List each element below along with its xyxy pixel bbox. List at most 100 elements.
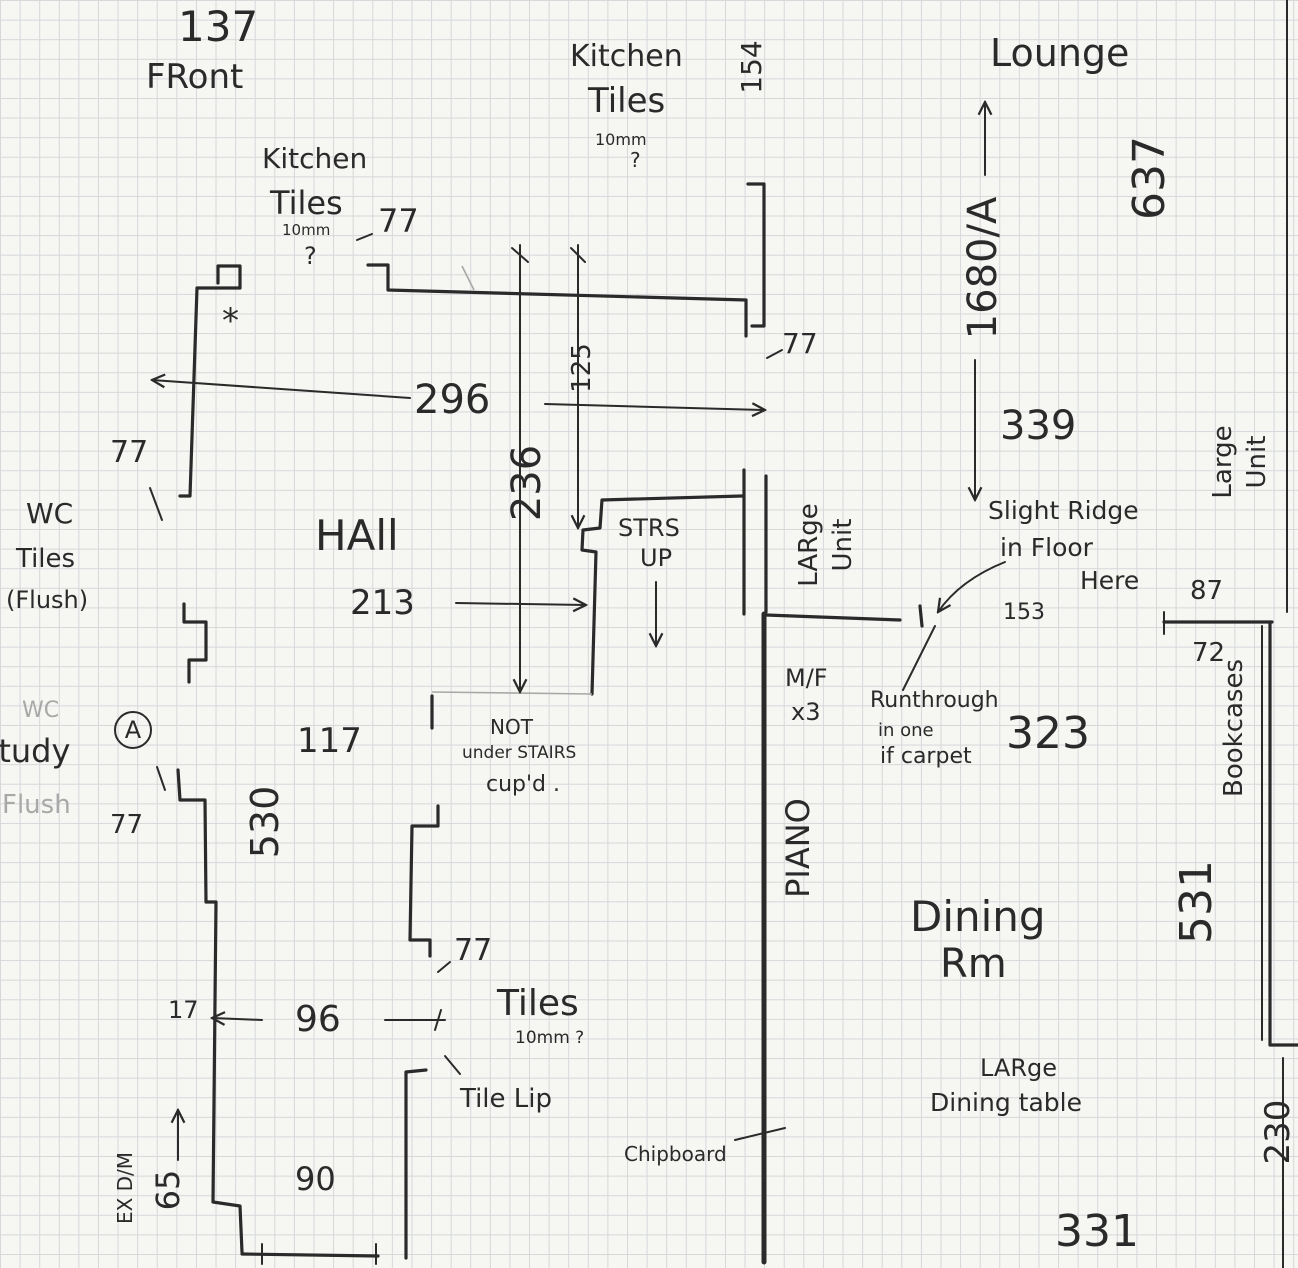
tile-lip-label: Tile Lip <box>460 1084 553 1114</box>
marker-a-circle: A <box>114 711 152 749</box>
large-label: Large <box>1208 425 1238 499</box>
kitchen-label: Kitchen <box>570 39 683 74</box>
dimension-230: 230 <box>1258 1099 1298 1165</box>
leader-chipboard <box>734 1127 786 1141</box>
mf-note: M/F x3 <box>785 666 828 724</box>
dimension-331: 331 <box>1055 1206 1139 1257</box>
asterisk-mark: * <box>222 301 239 341</box>
dimension-90: 90 <box>295 1160 336 1198</box>
not-under-stairs-note: NOT under STAIRS cup'd . <box>462 717 576 796</box>
wall-stair-outline <box>580 494 744 696</box>
wc-tiles-note: WC Tiles (Flush) <box>6 497 89 614</box>
kitchen-tiles-note-left: Kitchen Tiles 10mm ? <box>262 142 368 270</box>
wall-left-lower <box>176 768 244 1254</box>
dimension-1680: 1680/A <box>960 196 1006 340</box>
dimension-531: 531 <box>1171 860 1222 944</box>
dimension-125: 125 <box>567 343 597 393</box>
dining-table-label: Dining table <box>930 1088 1082 1117</box>
arrow-213 <box>455 603 586 605</box>
arrow-96-left <box>212 1018 263 1020</box>
question-mark: ? <box>630 148 641 172</box>
tiles-label: Tiles <box>16 544 76 574</box>
dimension-236: 236 <box>504 444 550 522</box>
room-label: Rm <box>940 941 1007 987</box>
dimension-213: 213 <box>350 583 415 623</box>
times-three-label: x3 <box>791 698 821 726</box>
leader-run-through <box>902 625 936 691</box>
question-mark: ? <box>304 242 317 270</box>
dimension-72: 72 <box>1192 638 1226 668</box>
piano-label: PIANO <box>779 798 817 898</box>
here-label: Here <box>1080 566 1140 595</box>
tiles-bottom-note: Tiles 10mm ? <box>497 986 584 1047</box>
tiles-label: Tiles <box>270 184 343 222</box>
wc-faint-label: WC <box>22 698 60 723</box>
dimension-323: 323 <box>1006 708 1090 759</box>
bookcases-label: Bookcases <box>1219 658 1249 798</box>
dimension-117: 117 <box>297 721 362 761</box>
ex-dm-label: EX D/M <box>113 1151 137 1225</box>
dimension-530: 530 <box>243 785 287 859</box>
flush-label: (Flush) <box>6 586 89 614</box>
leader-tile-lip <box>444 1055 461 1075</box>
tile-thickness: 10mm ? <box>515 1028 585 1048</box>
tile-thickness: 10mm <box>282 221 331 239</box>
kitchen-label: Kitchen <box>262 142 368 175</box>
wall-under-stairs <box>408 804 440 958</box>
under-stairs-label: under STAIRS <box>462 743 577 763</box>
arrow-slight-ridge <box>938 561 1006 612</box>
study-label-clip: Study <box>0 735 90 775</box>
kitchen-tiles-note-top: Kitchen Tiles 10mm ? <box>570 39 683 172</box>
faint-under-stairs-line <box>431 691 593 695</box>
wall-kitchen-top <box>366 263 748 338</box>
tiles-label: Tiles <box>497 983 579 1024</box>
dimension-17: 17 <box>168 996 199 1024</box>
dimension-339: 339 <box>1000 403 1077 449</box>
front-number: 137 <box>178 2 259 51</box>
hall-label: HAll <box>315 511 399 560</box>
dining-room-label: Dining Rm <box>910 892 1046 987</box>
in-floor-label: in Floor <box>1000 533 1093 562</box>
wall-left-mid <box>182 602 208 684</box>
large-label: LARge <box>794 503 824 587</box>
run-through-note: Runthrough in one if carpet <box>870 690 999 768</box>
wall-passage-right <box>404 1068 428 1260</box>
dimension-153: 153 <box>1003 600 1045 625</box>
large-unit-lounge-note: Large Unit <box>1208 425 1272 499</box>
wall-left-upper <box>178 264 242 498</box>
run-through-label: Runthrough <box>870 688 999 713</box>
slight-ridge-note: Slight Ridge in Floor Here <box>988 498 1139 593</box>
wall-dining-top-left <box>764 613 902 622</box>
lounge-label: Lounge <box>990 31 1130 75</box>
wall-kitchen-right <box>746 182 766 328</box>
dimension-65: 65 <box>149 1169 187 1211</box>
dimension-87: 87 <box>1190 576 1224 606</box>
stairs-label: STRS <box>618 514 680 542</box>
wc-label: WC <box>26 497 74 530</box>
in-one-label: in one <box>878 720 934 741</box>
dimension-77-study-door: 77 <box>110 810 144 840</box>
tick-study-door <box>156 766 166 791</box>
if-carpet-label: if carpet <box>880 744 972 769</box>
dimension-77-tiles-door: 77 <box>454 933 493 968</box>
dining-label: Dining <box>910 892 1046 941</box>
study-label: Study <box>0 735 71 770</box>
dimension-77-wc-door: 77 <box>110 435 149 470</box>
tile-thickness: 10mm <box>595 130 647 149</box>
flush-faint-label: Flush <box>2 790 71 820</box>
dimension-77-lounge-door: 77 <box>782 327 818 360</box>
mf-label: M/F <box>785 664 828 692</box>
arrow-296-left <box>152 380 411 399</box>
not-label: NOT <box>490 715 533 739</box>
up-label: UP <box>640 544 673 572</box>
slight-ridge-label: Slight Ridge <box>988 496 1139 525</box>
dimension-96: 96 <box>295 999 341 1040</box>
large-unit-hall-note: LARge Unit <box>794 503 858 587</box>
dimension-296: 296 <box>414 377 491 423</box>
tick-tiles-door <box>437 961 451 973</box>
unit-label: Unit <box>828 518 858 572</box>
tick-kitchen-door <box>356 233 373 241</box>
arrow-96-tick <box>434 1009 442 1031</box>
